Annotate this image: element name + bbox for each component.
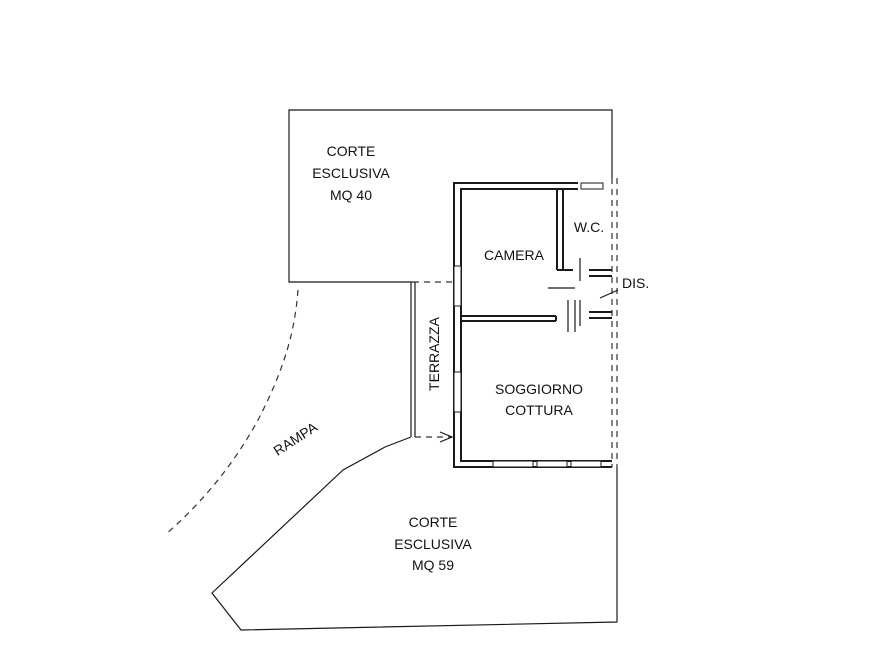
window-soggiorno-south-3 bbox=[570, 460, 602, 468]
corte-bottom-outline bbox=[211, 436, 618, 631]
window-soggiorno-west bbox=[453, 371, 462, 413]
corte-top-label-line2: ESCLUSIVA bbox=[312, 165, 390, 181]
camera-wc-partition bbox=[556, 189, 564, 271]
window-wc-top bbox=[580, 182, 604, 190]
corte-top-label-line3: MQ 40 bbox=[330, 187, 372, 203]
terrazza-label: TERRAZZA bbox=[426, 316, 442, 391]
corte-top-label-line1: CORTE bbox=[327, 143, 376, 159]
corte-bottom-label-line3: MQ 59 bbox=[412, 557, 454, 573]
corridor-right-partition bbox=[589, 311, 612, 319]
window-soggiorno-south-1 bbox=[492, 460, 534, 468]
camera-label: CAMERA bbox=[484, 247, 545, 263]
dis-leader-line bbox=[599, 289, 619, 299]
corte-bottom-label-line1: CORTE bbox=[409, 514, 458, 530]
rampa-dashed-curve bbox=[164, 289, 299, 536]
window-soggiorno-south-2 bbox=[536, 460, 568, 468]
wc-label: W.C. bbox=[574, 219, 604, 235]
soggiorno-label-line1: SOGGIORNO bbox=[495, 381, 583, 397]
window-camera-west bbox=[453, 265, 462, 307]
corte-bottom-label-line2: ESCLUSIVA bbox=[394, 536, 472, 552]
soggiorno-label-line2: COTTURA bbox=[505, 402, 573, 418]
camera-soggiorno-partition bbox=[461, 315, 557, 322]
wc-bottom-partition bbox=[563, 269, 612, 277]
dis-label: DIS. bbox=[622, 275, 649, 291]
entrance-arrow-icon bbox=[439, 431, 454, 443]
rampa-label: RAMPA bbox=[270, 418, 320, 458]
